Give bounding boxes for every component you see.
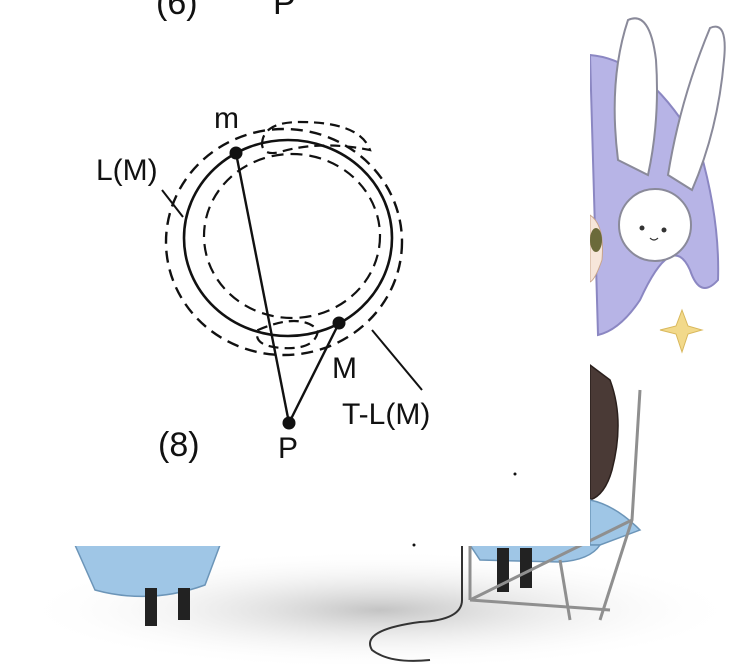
diagram: (6) P m L(M) M T-L(M) P (8) bbox=[96, 0, 517, 547]
outer-dashed-circle bbox=[164, 127, 404, 357]
dashed-loop-top bbox=[260, 120, 372, 155]
label-m: m bbox=[214, 102, 239, 135]
speck bbox=[412, 543, 416, 547]
solid-circle bbox=[182, 138, 394, 338]
point-m bbox=[229, 146, 243, 160]
sparkle-icon bbox=[659, 308, 704, 354]
line-P-to-m bbox=[234, 152, 291, 424]
label-P: P bbox=[278, 432, 298, 465]
dashed-loop-bottom bbox=[255, 320, 320, 350]
leader-L-M bbox=[161, 189, 184, 218]
inner-dashed-circle bbox=[202, 152, 382, 320]
label-T-L-M: T-L(M) bbox=[342, 398, 430, 431]
leader-T-L-M bbox=[371, 329, 423, 391]
bunny-headphone-icon bbox=[618, 188, 692, 262]
speck bbox=[513, 472, 517, 476]
line-P-to-M bbox=[287, 322, 341, 424]
label-L-M: L(M) bbox=[96, 154, 158, 187]
point-M bbox=[332, 316, 346, 330]
top-label-right: P bbox=[273, 0, 296, 22]
diagram-panel bbox=[0, 0, 590, 546]
label-M: M bbox=[332, 352, 357, 385]
right-character bbox=[369, 17, 726, 662]
left-character bbox=[73, 544, 222, 626]
top-label-left: (6) bbox=[156, 0, 198, 22]
label-figure-number: (8) bbox=[158, 426, 200, 464]
point-P bbox=[282, 416, 296, 430]
background-illustration bbox=[20, 17, 730, 664]
